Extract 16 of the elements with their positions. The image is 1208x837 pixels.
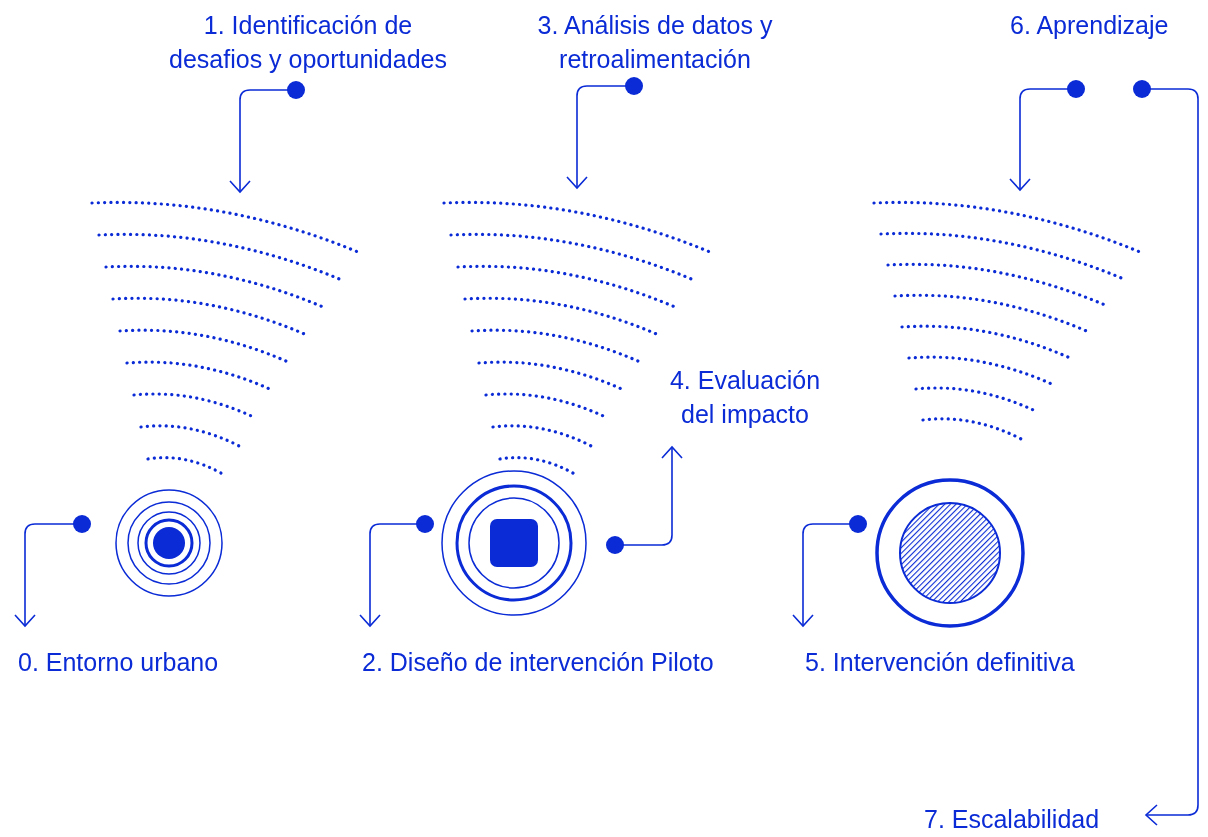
step-label: 7. Escalabilidad [924, 802, 1134, 836]
step-label: 4. Evaluación del impacto [650, 363, 840, 431]
step-label: 1. Identificación de desafios y oportunidades [158, 8, 458, 76]
leader-arrow [359, 515, 434, 627]
leader-arrow [606, 446, 683, 554]
leader-arrow [566, 77, 643, 189]
leader-arrow [229, 81, 305, 193]
leader-arrow [1133, 80, 1199, 826]
leader-arrow [1009, 80, 1085, 191]
leader-arrow [14, 515, 91, 627]
step-label: 2. Diseño de intervención Piloto [362, 645, 782, 679]
leader-arrow [792, 515, 867, 627]
step-label: 0. Entorno urbano [18, 645, 278, 679]
step-label: 6. Aprendizaje [1010, 8, 1200, 42]
step-label: 5. Intervención definitiva [805, 645, 1135, 679]
step-label: 3. Análisis de datos y retroalimentación [520, 8, 790, 76]
